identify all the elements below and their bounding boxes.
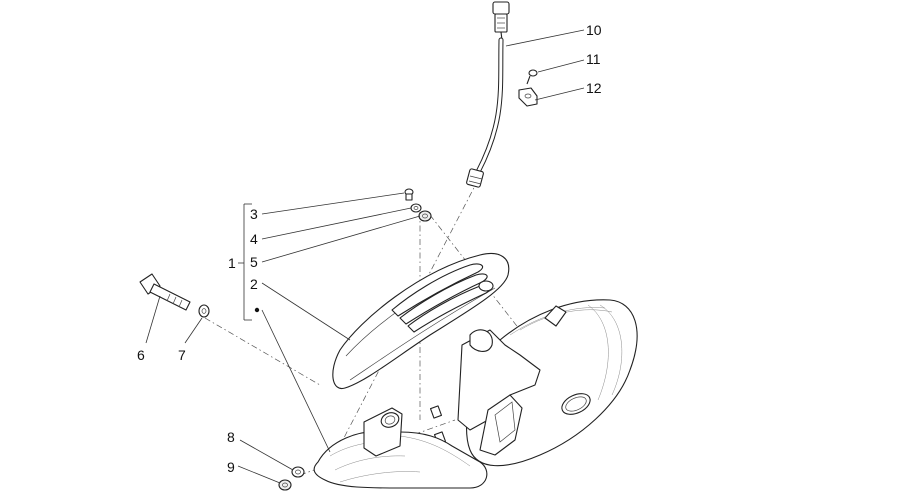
callout-10: 10 <box>586 22 602 38</box>
part-5-grommet <box>418 210 432 222</box>
callout-11: 11 <box>586 51 601 67</box>
callout-labels: 1 2 3 4 5 6 7 8 9 10 11 12 <box>137 22 602 475</box>
part-4-washer <box>410 203 422 213</box>
callout-12: 12 <box>586 80 602 96</box>
part-8-washer <box>291 466 305 478</box>
part-7-washer <box>198 304 210 318</box>
callout-5: 5 <box>250 254 258 270</box>
part-10-sensor-cable <box>466 1 510 188</box>
callout-4: 4 <box>250 231 258 247</box>
callout-9: 9 <box>227 459 235 475</box>
part-6-bolt <box>139 273 191 311</box>
callout-3: 3 <box>250 206 258 222</box>
exhaust-silencer <box>313 299 638 489</box>
part-11-screw <box>526 69 538 85</box>
leader-lines <box>145 29 585 484</box>
callout-8: 8 <box>227 429 235 445</box>
part-9-nut <box>278 479 292 491</box>
callout-7: 7 <box>178 347 186 363</box>
assembly-group-bracket <box>238 203 260 321</box>
part-2-heat-shield <box>332 253 510 389</box>
callout-6: 6 <box>137 347 145 363</box>
part-12-bracket <box>518 87 538 107</box>
callout-1: 1 <box>228 255 236 271</box>
part-3-screw <box>404 188 414 201</box>
part-2-reference-dot <box>254 307 260 313</box>
callout-2: 2 <box>250 276 258 292</box>
